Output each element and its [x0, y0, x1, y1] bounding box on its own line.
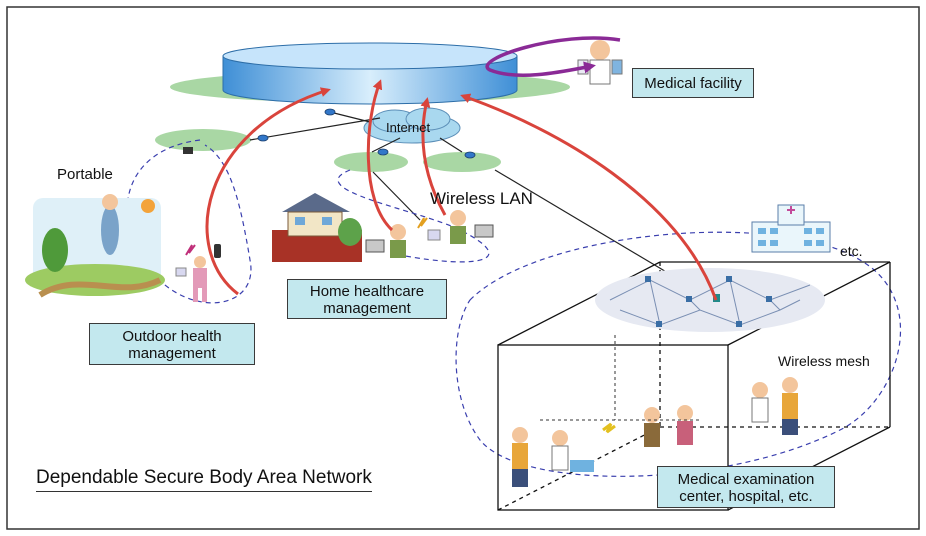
outdoor-health-box: Outdoor health management	[89, 323, 255, 365]
wireless-mesh-label: Wireless mesh	[778, 353, 870, 369]
wireless-mesh	[595, 268, 825, 332]
home-healthcare-box: Home healthcare management	[287, 279, 447, 319]
wireless-lan-label: Wireless LAN	[430, 189, 533, 208]
ap-ellipse-portable	[155, 129, 251, 151]
medical-exam-line-2: center, hospital, etc.	[679, 488, 813, 505]
exam-inner-lines	[540, 335, 700, 421]
hospital-building-icon	[751, 204, 831, 253]
ap-ellipse-lan	[423, 152, 501, 172]
medical-facility-line-1: Medical facility	[644, 75, 742, 92]
server-cylinder	[170, 42, 570, 105]
home-healthcare-line-1: Home healthcare	[309, 283, 425, 300]
outdoor-health-line-1: Outdoor health	[122, 328, 222, 345]
home-couple-icon	[365, 210, 494, 258]
camera-icon	[183, 147, 193, 154]
etc-label: etc.	[840, 243, 863, 259]
walking-person-icon	[175, 244, 221, 302]
ap-ellipse-home	[334, 152, 408, 172]
medical-exam-box: Medical examination center, hospital, et…	[657, 466, 835, 508]
house-icon	[272, 193, 362, 262]
data-arrows	[205, 79, 718, 301]
diagram-title: Dependable Secure Body Area Network	[36, 467, 372, 492]
coverage-loops	[126, 139, 901, 477]
outdoor-health-line-2: management	[128, 345, 216, 362]
medical-facility-box: Medical facility	[632, 68, 754, 98]
outdoor-scene-icon	[25, 194, 165, 298]
internet-label: Internet	[386, 120, 431, 135]
portable-label: Portable	[57, 166, 113, 183]
facility-access-arrow	[485, 36, 621, 77]
home-healthcare-line-2: management	[323, 300, 411, 317]
medical-exam-line-1: Medical examination	[677, 471, 815, 488]
doctor-icon	[577, 40, 623, 85]
exam-center-people-icon	[512, 377, 798, 487]
router-nodes	[257, 108, 476, 159]
outer-frame	[6, 6, 920, 530]
internet-cloud	[363, 107, 461, 144]
